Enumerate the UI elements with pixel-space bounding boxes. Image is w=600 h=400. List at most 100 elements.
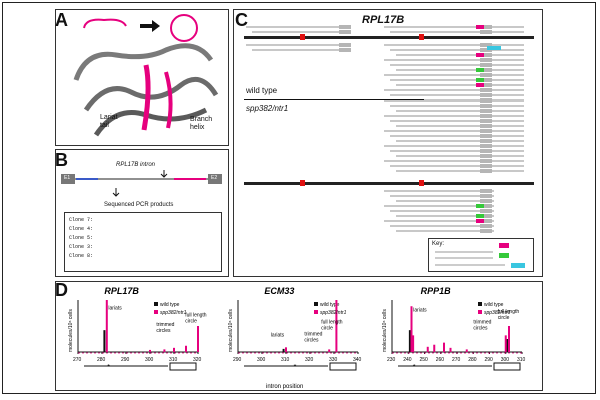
sequence-row [396, 125, 524, 127]
sequence-highlight [480, 83, 492, 87]
reference-sequence [244, 182, 534, 185]
sequence-highlight [480, 189, 492, 193]
sequence-row [390, 31, 524, 33]
chart-y-label: molecules/10⁶ cells [382, 309, 388, 352]
chart-x-tick-label: 280 [468, 357, 477, 363]
chart-annotation: trimmed [473, 319, 491, 325]
chart-x-tick-label: 290 [233, 357, 242, 363]
chart-annotation: circle [321, 325, 333, 331]
sequence-row [396, 54, 524, 56]
chart-annotation: circles [304, 337, 319, 343]
sequence-row [384, 220, 494, 222]
sequence-row [384, 115, 524, 117]
exon-box [493, 362, 521, 371]
branch-point-star: * [107, 364, 110, 371]
wild-type-divider [244, 99, 424, 100]
sequence-row [384, 130, 524, 132]
sequence-row [396, 69, 524, 71]
sequence-highlight [480, 204, 492, 208]
chart-bar [443, 342, 445, 352]
mutant-label: spp382/ntr1 [246, 104, 289, 113]
circular-rna-icon [170, 14, 198, 42]
sequence-highlight [480, 129, 492, 133]
sequence-row [390, 94, 524, 96]
chart-x-tick-label: 230 [387, 357, 396, 363]
sequence-row [384, 89, 524, 91]
chart-x-tick-label: 260 [436, 357, 445, 363]
chart-annotation: lariats [413, 307, 427, 313]
sequence-row [390, 195, 494, 197]
chart-x-tick-label: 310 [169, 357, 178, 363]
sequence-highlight [480, 164, 492, 168]
sequence-highlight [480, 58, 492, 62]
clone-list: Clone 7: Clone 4: Clone 5: Clone 3: Clon… [64, 212, 222, 272]
chart-x-tick-label: 300 [145, 357, 154, 363]
rna-backbone-icon [73, 43, 214, 81]
sequence-highlight [480, 159, 492, 163]
exon-2-box [208, 174, 222, 184]
sequence-highlight [480, 199, 492, 203]
legend-entry: wild type [160, 302, 180, 308]
sequence-highlight [339, 48, 351, 52]
sequence-highlight [480, 229, 492, 233]
linear-rna-icon [83, 18, 127, 29]
chart-annotation: circle [185, 319, 197, 325]
sequence-highlight [476, 78, 484, 82]
sequence-highlight [480, 219, 492, 223]
sequence-highlight [480, 30, 492, 34]
chart-x-tick-label: 240 [403, 357, 412, 363]
panel-label-a: A [55, 10, 68, 30]
sequence-highlight [339, 43, 351, 47]
sequence-row [396, 215, 494, 217]
chart-title: RPP1B [421, 286, 452, 296]
branch-helix-icon [164, 71, 173, 129]
chart-bar [149, 349, 151, 352]
sequence-row [390, 64, 524, 66]
chart-bar [449, 347, 452, 352]
panel-b: RPL17B intron E1 E2 Sequenced PCR produc… [55, 149, 229, 277]
sequence-highlight [480, 214, 492, 218]
sequence-highlight [480, 224, 492, 228]
chart-bar [433, 344, 436, 352]
chart-bar [410, 306, 413, 352]
sequence-row [246, 44, 346, 46]
legend-swatch [314, 302, 318, 306]
chart-y-label: molecules/10⁶ cells [228, 309, 234, 352]
lariat-tail-text: Lariat tail [100, 114, 118, 129]
legend-entry: wild type [320, 302, 340, 308]
sequence-row [396, 155, 524, 157]
sequence-row [384, 26, 524, 28]
chart-annotation: circles [473, 325, 488, 331]
sequence-row [390, 79, 524, 81]
primer-arrow-icon [160, 170, 168, 178]
legend-swatch [154, 302, 158, 306]
chart-x-tick-label: 320 [305, 357, 314, 363]
wild-type-label: wild type [246, 86, 278, 95]
exon-2-label: E2 [211, 175, 218, 181]
legend-entry: wild type [484, 302, 504, 308]
reference-marker [419, 180, 424, 186]
sequence-highlight [476, 25, 484, 29]
sequence-row [396, 230, 494, 232]
chart-annotation: full length [185, 313, 207, 319]
chart-x-tick-label: 320 [193, 357, 202, 363]
chart-x-tick-label: 310 [281, 357, 290, 363]
common-x-label: intron position [266, 384, 303, 390]
chart-x-tick-label: 290 [485, 357, 494, 363]
sequence-highlight [480, 169, 492, 173]
chart-annotation: lariats [108, 305, 122, 311]
sequence-row [246, 26, 346, 28]
chart-x-tick-label: 340 [353, 357, 362, 363]
chart-x-tick-label: 290 [121, 357, 130, 363]
key-text-line [435, 257, 493, 259]
primer-arrow-icon [112, 188, 120, 197]
sequence-highlight [476, 214, 484, 218]
legend-swatch [314, 310, 318, 314]
sequence-row [390, 210, 494, 212]
sequence-highlight [480, 104, 492, 108]
intron-schematic [61, 170, 222, 197]
sequence-highlight [480, 149, 492, 153]
key-swatch-cyan [511, 263, 525, 268]
sequence-row [390, 165, 524, 167]
legend-swatch [478, 310, 482, 314]
